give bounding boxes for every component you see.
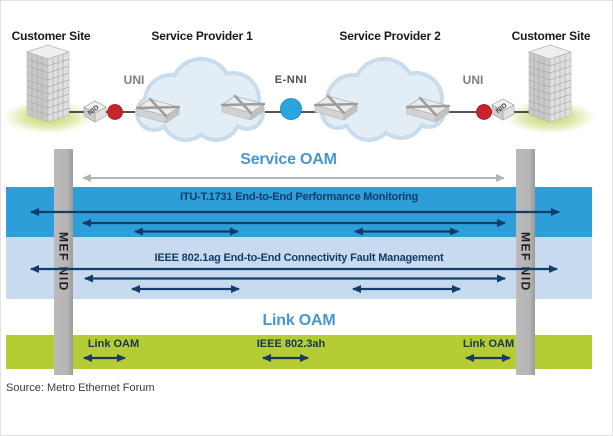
- enni-dot: [280, 98, 302, 120]
- customer-site-right-label: Customer Site: [511, 29, 591, 43]
- source-note: Source: Metro Ethernet Forum: [6, 382, 155, 394]
- link-oam-right-label: Link OAM: [462, 338, 515, 350]
- mef-nid-bar-right-label: MEF NID: [518, 232, 533, 292]
- customer-site-left-label: Customer Site: [11, 29, 91, 43]
- link-oam-left-label: Link OAM: [87, 338, 140, 350]
- uni-dot-right: [476, 104, 492, 120]
- uni-right-label: UNI: [462, 73, 484, 87]
- mef-nid-bar-left-label: MEF NID: [56, 232, 71, 292]
- uni-left-label: UNI: [123, 73, 145, 87]
- service-provider-2-label: Service Provider 2: [339, 29, 441, 43]
- cfm-band: IEEE 802.1ag End-to-End Connectivity Fau…: [6, 237, 592, 299]
- cfm-title: IEEE 802.1ag End-to-End Connectivity Fau…: [154, 252, 444, 264]
- link-oam-heading: Link OAM: [262, 312, 336, 329]
- performance-monitoring-band: ITU-T.1731 End-to-End Performance Monito…: [6, 187, 592, 237]
- network-illustration: NID NID: [2, 44, 596, 142]
- building-icon-right: [528, 44, 572, 123]
- service-oam-heading: Service OAM: [240, 151, 337, 168]
- ieee-8023ah-label: IEEE 802.3ah: [256, 338, 326, 350]
- mef-nid-bar-left: MEF NID: [54, 149, 73, 375]
- enni-label: E-NNI: [274, 74, 308, 86]
- service-provider-1-label: Service Provider 1: [151, 29, 253, 43]
- link-oam-band: Link OAM IEEE 802.3ah Link OAM: [6, 335, 592, 369]
- building-icon-left: [26, 44, 70, 123]
- performance-monitoring-title: ITU-T.1731 End-to-End Performance Monito…: [179, 191, 419, 203]
- mef-nid-bar-right: MEF NID: [516, 149, 535, 375]
- uni-dot-left: [107, 104, 123, 120]
